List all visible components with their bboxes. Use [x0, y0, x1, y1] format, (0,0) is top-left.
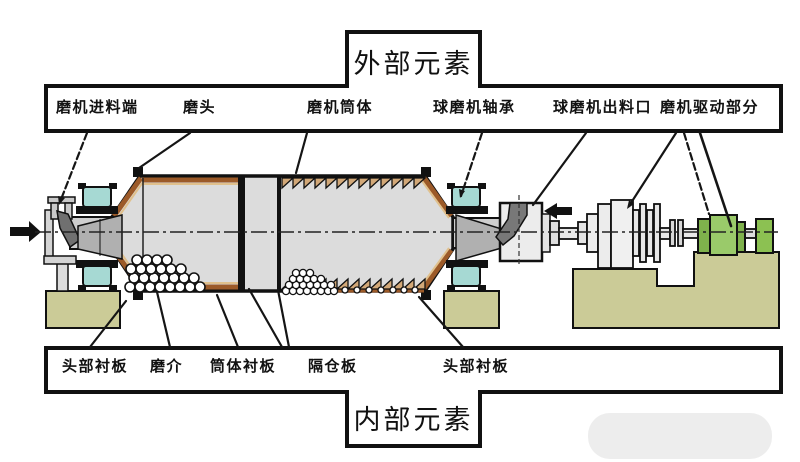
label-mill-shell: 磨机筒体 [307, 99, 374, 116]
motor-body [709, 214, 738, 256]
discharge-direction-arrow-icon [544, 203, 572, 219]
grinding-balls-chamber1 [124, 254, 206, 293]
leader-feed-end [58, 131, 89, 204]
leader-drive-1 [627, 131, 678, 208]
motor-flange-right [736, 221, 746, 253]
motor-flange-left [697, 218, 711, 254]
shell-flange-tab [133, 167, 143, 177]
feed-chute [56, 209, 81, 249]
label-feed-end: 磨机进料端 [56, 99, 139, 116]
leader-shell [294, 131, 309, 175]
pedestal-right-bearing [443, 290, 500, 329]
watermark-blob [588, 413, 772, 459]
leader-outlet [531, 131, 588, 207]
leader-mill-head [137, 131, 192, 170]
shell-flange-tab [133, 290, 143, 300]
end-bearing-block [755, 218, 774, 254]
motor [697, 214, 774, 256]
shell-flange-tab [421, 290, 431, 300]
feed-flange-foot [43, 255, 77, 265]
label-head-liner-right: 头部衬板 [443, 358, 510, 375]
shell-flange-tab [421, 167, 431, 177]
label-grinding-media: 磨介 [150, 358, 184, 375]
label-shell-liner: 筒体衬板 [210, 358, 277, 375]
leader-drive-2 [682, 131, 711, 216]
feed-cone [77, 214, 123, 260]
leader-partition-2 [276, 288, 291, 349]
label-mill-outlet: 球磨机出料口 [553, 99, 653, 116]
label-head-liner-left: 头部衬板 [62, 358, 129, 375]
discharge-assembly [452, 195, 551, 267]
leader-arrowheads [58, 189, 634, 209]
internal-elements-band [44, 346, 783, 394]
label-mill-drive: 磨机驱动部分 [660, 99, 760, 116]
leader-head-liner-left [88, 299, 128, 349]
partition-plates [238, 177, 281, 290]
internal-elements-title: 内部元素 [345, 390, 482, 448]
leader-partition-1 [247, 287, 284, 349]
leader-grinding-media [155, 290, 172, 349]
label-partition-plate: 隔仓板 [308, 358, 358, 375]
bearing-left [76, 183, 118, 291]
grinding-balls-chamber2 [281, 268, 419, 296]
leader-bearing [459, 131, 484, 198]
external-elements-title: 外部元素 [345, 30, 482, 88]
drive-foundation [572, 251, 780, 329]
leader-drive-3 [698, 131, 733, 228]
bearing-right [446, 183, 488, 291]
label-mill-bearing: 球磨机轴承 [433, 99, 516, 116]
discharge-end-plate [541, 213, 551, 253]
leader-lines [58, 131, 733, 349]
label-mill-head: 磨头 [183, 99, 217, 116]
gearbox [549, 199, 671, 269]
leader-shell-liner [215, 293, 240, 349]
leader-head-liner-right [417, 295, 465, 349]
